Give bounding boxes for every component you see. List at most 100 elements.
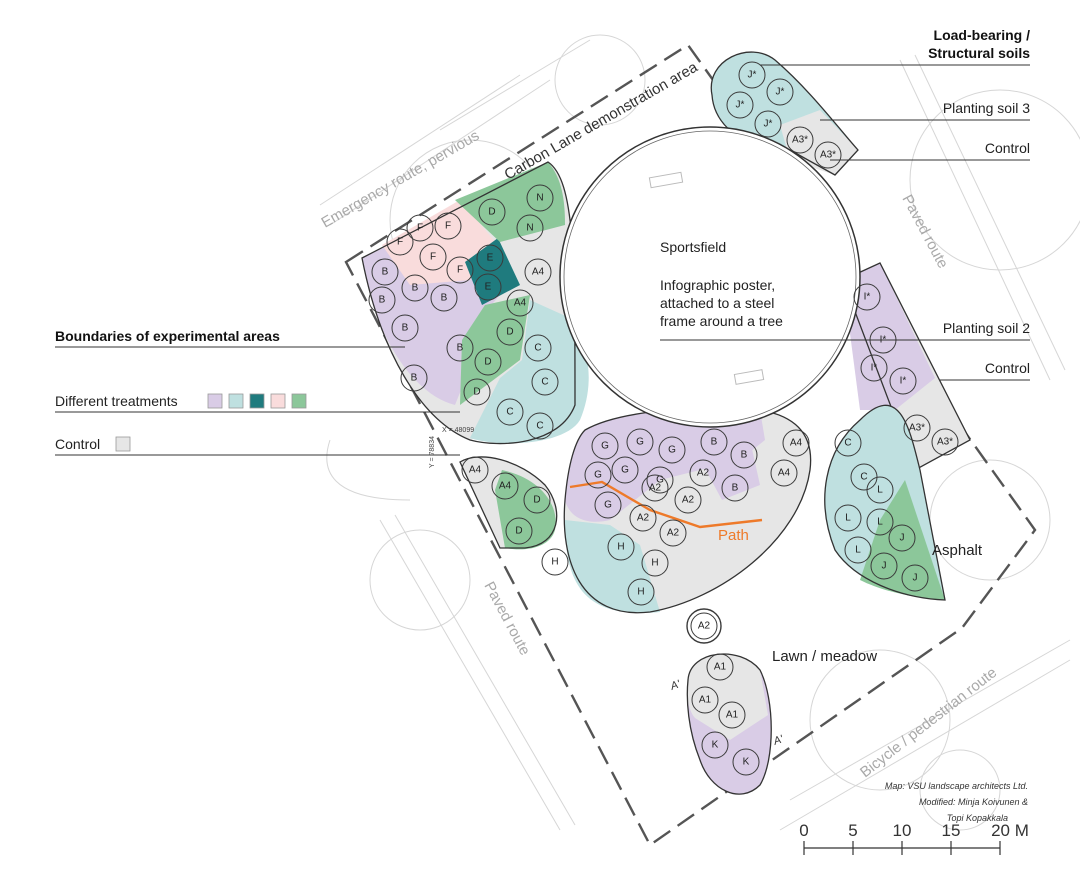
plot-circle: [674, 486, 702, 514]
plot-circle: [627, 578, 655, 606]
label-coord-x: X = 48099: [442, 427, 474, 434]
section-marks: A' A': [668, 678, 786, 748]
plot-circle: [690, 612, 718, 640]
section-mark-2: A': [771, 733, 786, 748]
plot-label: A4: [499, 481, 512, 492]
sportsfield: [559, 126, 861, 428]
plot-circle: [701, 731, 729, 759]
plot-a2: A2: [674, 486, 702, 514]
plot-circle: [463, 378, 491, 406]
plot-a4: A4: [461, 456, 489, 484]
plot-label: A2: [667, 528, 680, 539]
plot-label: L: [877, 517, 883, 528]
plot-label: G: [601, 441, 609, 452]
plot-label: J*: [748, 70, 757, 81]
plot-label: D: [533, 495, 540, 506]
plot-circle: [406, 214, 434, 242]
plot-b: B: [401, 274, 429, 302]
plot-b: B: [368, 286, 396, 314]
label-load-bearing-2: Structural soils: [928, 45, 1030, 61]
plot-e: E: [474, 273, 502, 301]
treatment-swatch: [270, 393, 286, 409]
plot-h: H: [607, 533, 635, 561]
plot-label: H: [551, 557, 558, 568]
plot-circle: [870, 552, 898, 580]
plot-a4: A4: [491, 472, 519, 500]
plot-label: G: [668, 445, 676, 456]
plot-g: G: [626, 428, 654, 456]
plot-label: A4: [532, 267, 545, 278]
plot-g: G: [591, 432, 619, 460]
plot-d: D: [463, 378, 491, 406]
plot-d: D: [478, 198, 506, 226]
label-bicycle-route: Bicycle / pedestrian route: [857, 664, 1000, 781]
plot-a4: A4: [524, 258, 552, 286]
plot-label: A1: [699, 695, 712, 706]
plot-circle: [738, 61, 766, 89]
plot-circle: [689, 459, 717, 487]
plot-circle: [400, 364, 428, 392]
plot-label: B: [732, 483, 739, 494]
plot-label: A1: [714, 662, 727, 673]
plot-label: B: [379, 295, 386, 306]
plot-n: N: [526, 184, 554, 212]
plot-a1: A1: [706, 653, 734, 681]
area-nw-green-mid: [460, 295, 530, 405]
plot-label: N: [526, 223, 533, 234]
plot-circle: [526, 412, 554, 440]
plot-label: D: [515, 526, 522, 537]
plot-e: E: [476, 244, 504, 272]
area-nw-outline: [361, 161, 576, 445]
plot-c: C: [524, 334, 552, 362]
plot-label: F: [417, 223, 423, 234]
plot-l: L: [844, 536, 872, 564]
plot-label: E: [485, 282, 492, 293]
plot-circle: [853, 283, 881, 311]
plot-circle: [700, 428, 728, 456]
plot-b: B: [430, 284, 458, 312]
plot-label: B: [711, 437, 718, 448]
legend-boundaries: Boundaries of experimental areas: [55, 328, 280, 344]
plot-d: D: [523, 486, 551, 514]
legend-control: Control: [55, 436, 100, 452]
plot-label: H: [617, 542, 624, 553]
plot-j-star: J*: [726, 91, 754, 119]
plot-label: J*: [776, 87, 785, 98]
plot-label: A3*: [937, 437, 953, 448]
plot-circle: [607, 533, 635, 561]
plot-label: J: [913, 573, 918, 584]
plot-g: G: [658, 436, 686, 464]
plot-circle: [419, 243, 447, 271]
plot-circle: [903, 414, 931, 442]
plot-circle: [401, 274, 429, 302]
plot-h: H: [641, 549, 669, 577]
plot-i-star: I*: [889, 367, 917, 395]
plot-circle: [888, 524, 916, 552]
plot-label: A3*: [820, 150, 836, 161]
plot-label: C: [534, 343, 541, 354]
plot-circle: [611, 456, 639, 484]
label-poster-1: Infographic poster,: [660, 277, 775, 293]
credit-line-2: Modified: Minja Koivunen &: [919, 797, 1028, 807]
plot-circle: [754, 110, 782, 138]
plot-b: B: [400, 364, 428, 392]
plot-circle: [641, 474, 669, 502]
label-control-mid: Control: [985, 360, 1030, 376]
label-lawn: Lawn / meadow: [772, 648, 877, 665]
plot-circle: [474, 273, 502, 301]
plot-j: J: [888, 524, 916, 552]
plot-d: D: [474, 348, 502, 376]
plot-c: C: [526, 412, 554, 440]
plot-label: I*: [864, 292, 871, 303]
plot-circle: [730, 441, 758, 469]
label-poster-3: frame around a tree: [660, 313, 783, 329]
area-northwest: [361, 161, 589, 445]
plot-label: D: [484, 357, 491, 368]
plot-a2: A2: [641, 474, 669, 502]
plot-label: K: [743, 757, 750, 768]
plot-label: A2: [637, 513, 650, 524]
plot-j: J: [870, 552, 898, 580]
plot-circle: [626, 428, 654, 456]
plot-circle: [506, 289, 534, 317]
